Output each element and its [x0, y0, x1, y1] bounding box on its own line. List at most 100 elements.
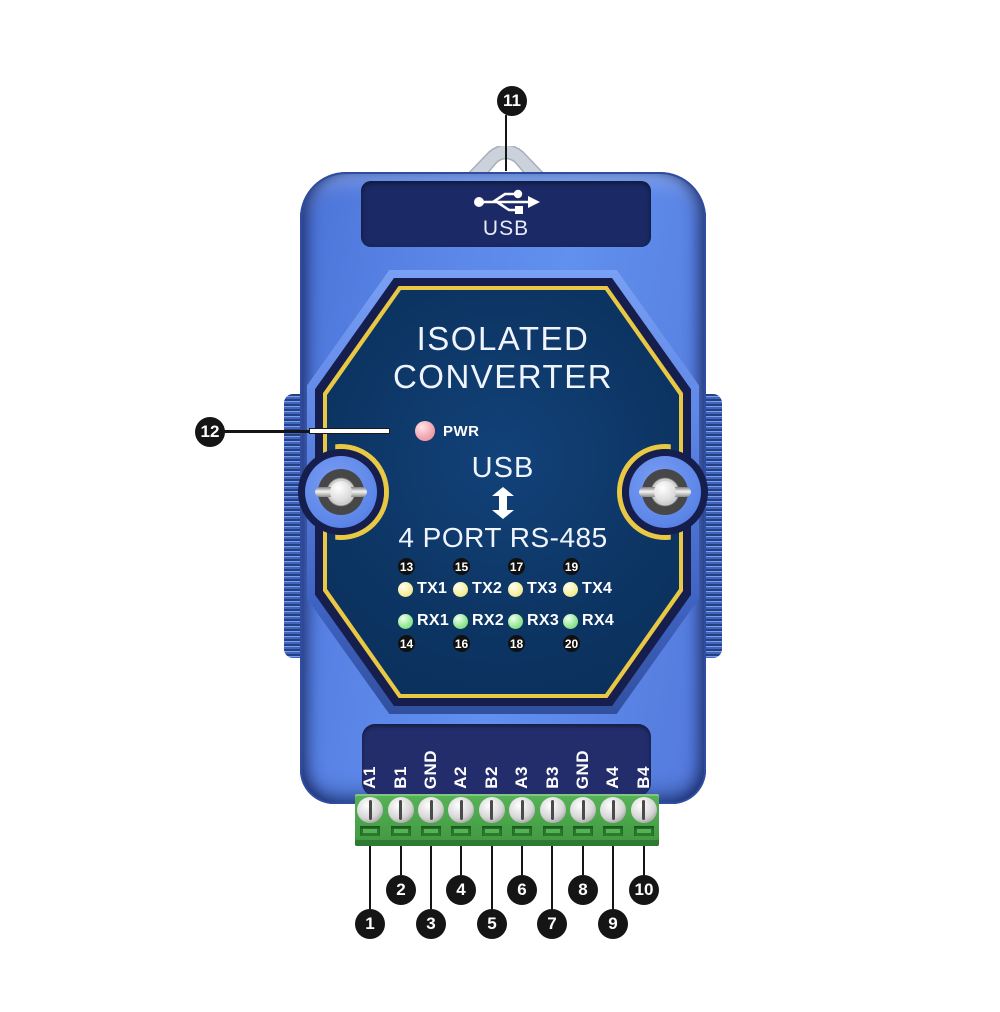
terminal-label: A4 [603, 766, 623, 789]
callout-7-line [551, 846, 553, 909]
terminal-label: A2 [451, 766, 471, 789]
callout-10-line [643, 846, 645, 875]
callout-3: 3 [416, 909, 446, 939]
callout-2: 2 [386, 875, 416, 905]
terminal-7 [537, 794, 567, 846]
terminal-wire-slot [603, 826, 624, 836]
callout-1-line [369, 846, 371, 909]
din-clip-icon [464, 146, 548, 176]
rx-pin-number-row: 14 16 18 20 [398, 635, 618, 652]
terminal-wire-slot [421, 826, 442, 836]
terminal-wire-slot [512, 826, 533, 836]
terminal-labels: A1 B1 GND A2 B2 A3 B3 GND A4 B4 [355, 722, 659, 794]
tx4-label: TX4 [582, 580, 613, 597]
rx4-label: RX4 [582, 612, 615, 629]
left-screw-notch [293, 444, 389, 540]
callout-6-line [521, 846, 523, 875]
callout-3-line [430, 846, 432, 909]
tx1-led [398, 581, 413, 597]
pin-number-badge: 18 [508, 635, 525, 652]
right-screw-icon [639, 469, 691, 515]
terminal-label-panel [362, 724, 651, 796]
device-title-line2: CONVERTER [392, 358, 614, 395]
terminal-9 [598, 794, 628, 846]
terminal-label: B4 [633, 766, 653, 789]
callout-8-line [582, 846, 584, 875]
rx1-label: RX1 [417, 612, 450, 629]
callout-12-line [224, 430, 310, 433]
screw-cap [330, 481, 352, 503]
terminal-screw-icon [600, 797, 627, 823]
callout-10: 10 [629, 875, 659, 905]
left-screw-icon [315, 469, 367, 515]
terminal-1 [355, 794, 385, 846]
terminal-label: B2 [481, 766, 501, 789]
terminal-screw-icon [630, 797, 657, 823]
terminal-4 [446, 794, 476, 846]
terminal-5 [477, 794, 507, 846]
tx1-label: TX1 [417, 580, 448, 597]
callout-4-line [460, 846, 462, 875]
terminal-label: A3 [512, 766, 532, 789]
callout-1: 1 [355, 909, 385, 939]
pwr-led-label: PWR [443, 423, 480, 440]
terminal-wire-slot [390, 826, 411, 836]
terminal-screw-icon [387, 797, 414, 823]
terminal-block [355, 794, 659, 846]
terminal-screw-icon [570, 797, 597, 823]
usb-port-label: USB [482, 216, 530, 240]
tx-led-row: TX1 TX2 TX3 TX4 [398, 580, 618, 598]
tx-pin-number-row: 13 15 17 19 [398, 558, 618, 575]
usb-trident-icon [474, 189, 540, 214]
callout-6: 6 [507, 875, 537, 905]
tx3-led [508, 581, 523, 597]
callout-8: 8 [568, 875, 598, 905]
rx2-label: RX2 [472, 612, 505, 629]
terminal-wire-slot [542, 826, 563, 836]
pin-number-badge: 19 [563, 558, 580, 575]
terminal-2 [385, 794, 415, 846]
pin-number-badge: 13 [398, 558, 415, 575]
usb-port-panel: USB [361, 181, 651, 247]
terminal-wire-slot [481, 826, 502, 836]
terminal-10 [629, 794, 659, 846]
device-title-line1: ISOLATED [416, 320, 590, 357]
callout-5: 5 [477, 909, 507, 939]
terminal-wire-slot [573, 826, 594, 836]
terminal-8 [568, 794, 598, 846]
terminal-label: B3 [542, 766, 562, 789]
terminal-wire-slot [451, 826, 472, 836]
tx2-label: TX2 [472, 580, 503, 597]
terminal-label: B1 [390, 766, 410, 789]
usb-side-label: USB [471, 452, 535, 484]
tx2-led [453, 581, 468, 597]
rx4-led [563, 613, 578, 629]
callout-9-line [612, 846, 614, 909]
rs485-side-label: 4 PORT RS-485 [398, 522, 608, 553]
pin-number-badge: 15 [453, 558, 470, 575]
rx2-led [453, 613, 468, 629]
screw-cap [654, 481, 676, 503]
rx1-led [398, 613, 413, 629]
terminal-screw-icon [478, 797, 505, 823]
rx3-led [508, 613, 523, 629]
terminal-3 [416, 794, 446, 846]
pin-number-badge: 20 [563, 635, 580, 652]
tx3-label: TX3 [527, 580, 558, 597]
callout-11-line [505, 115, 507, 171]
rx3-label: RX3 [527, 612, 560, 629]
callout-9: 9 [598, 909, 628, 939]
pin-number-badge: 16 [453, 635, 470, 652]
pin-number-badge: 14 [398, 635, 415, 652]
callout-12-line-overlay [309, 428, 390, 434]
pin-number-badge: 17 [508, 558, 525, 575]
tx4-led [563, 581, 578, 597]
callout-4: 4 [446, 875, 476, 905]
callout-5-line [491, 846, 493, 909]
right-screw-notch [617, 444, 713, 540]
terminal-6 [507, 794, 537, 846]
callout-2-line [400, 846, 402, 875]
terminal-screw-icon [418, 797, 445, 823]
terminal-screw-icon [448, 797, 475, 823]
